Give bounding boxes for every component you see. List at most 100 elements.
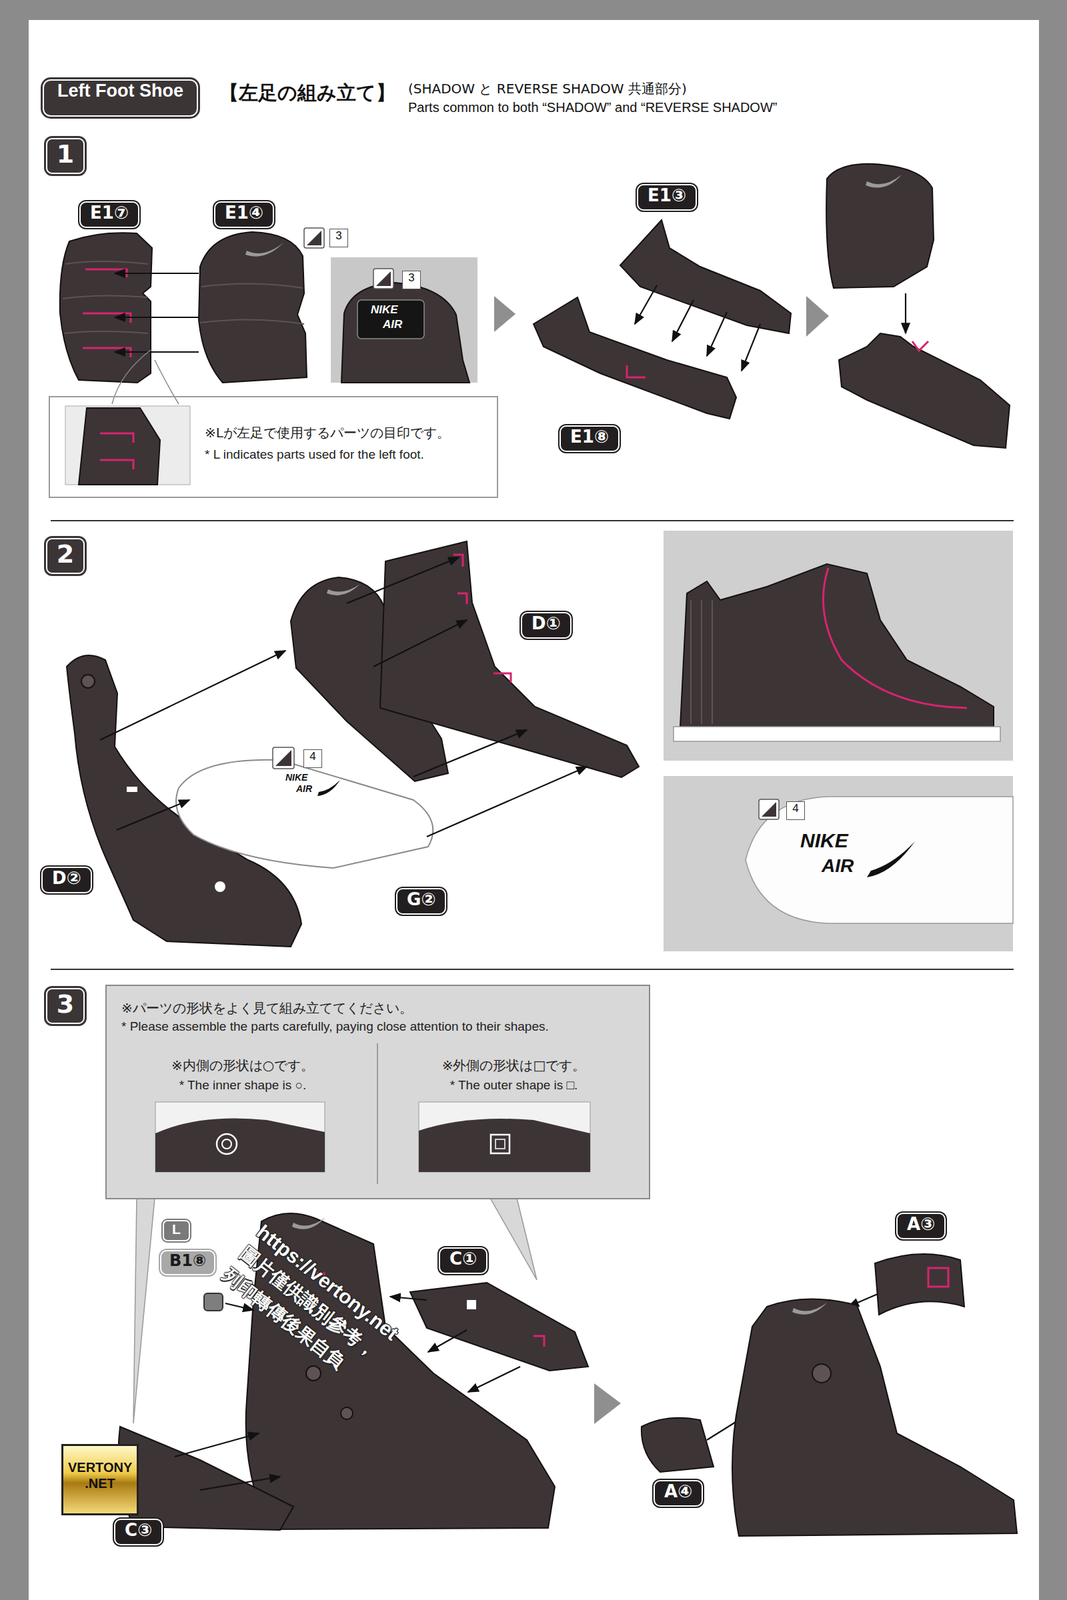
sticker-number-box: 4 <box>786 801 805 821</box>
sticker-number-box-text: 4 <box>306 750 320 764</box>
step-number-box-text: 1 <box>51 139 80 169</box>
part-d1 <box>380 541 639 778</box>
callout-note-box-text: ※パーツの形状をよく見て組み立ててください。 <box>121 999 635 1018</box>
step-number-box-text: 2 <box>51 539 80 569</box>
note-photo <box>100 433 134 470</box>
sticker-number-box-text: 4 <box>788 802 803 816</box>
boot-assembly <box>812 1364 831 1384</box>
note-box-text: ※Lが左足で使用するパーツの目印です。 <box>204 424 492 443</box>
callout-panel <box>222 1139 232 1150</box>
logo-text: AIR <box>821 854 854 878</box>
callout-panel <box>155 1119 325 1174</box>
page-ground <box>50 520 1014 522</box>
part-tag-text: G② <box>406 889 436 910</box>
part-tag-text: C① <box>449 1249 477 1270</box>
assembled-part <box>826 164 1010 449</box>
part-e1-8 <box>533 297 737 419</box>
assembly-arrows <box>706 312 727 357</box>
watermark-logo: VERTONY .NET <box>61 1444 139 1516</box>
part-c3 <box>118 1427 295 1531</box>
photo-panel <box>341 282 470 383</box>
boot-assembly <box>306 1366 321 1382</box>
part-d1 <box>453 554 511 683</box>
callout-panel <box>133 1198 155 1424</box>
part-tag: E1⑧ <box>559 425 620 453</box>
assembly-arrows <box>114 351 199 353</box>
part-g2 <box>272 747 295 769</box>
step-number-box: 2 <box>46 538 85 575</box>
part-tag: B1⑧ <box>160 1250 216 1276</box>
part-e1-4 <box>200 283 305 325</box>
section-tab-text: Left Foot Shoe <box>57 80 184 102</box>
callout-panel <box>155 1102 325 1173</box>
part-c1 <box>533 1336 545 1348</box>
assembly-arrows <box>428 1330 467 1353</box>
part-tag-text: D② <box>52 868 82 889</box>
boot-assembly <box>246 1213 555 1530</box>
boot-assembly <box>732 1299 1017 1537</box>
assembly-arrows <box>373 620 467 667</box>
photo-panel <box>758 799 779 820</box>
assembly-arrows <box>200 1477 281 1491</box>
section-tab: Left Foot Shoe <box>42 79 199 117</box>
assembly-arrows <box>426 766 587 837</box>
subtitle: (SHADOW と REVERSE SHADOW 共通部分) <box>408 80 687 97</box>
part-tag-text: D① <box>531 613 561 634</box>
part-c1 <box>410 1283 589 1372</box>
note-photo <box>65 406 191 485</box>
assembled-part <box>865 174 902 189</box>
assembly-arrows <box>174 1433 259 1458</box>
callout-panel <box>418 1102 591 1173</box>
assembled-part <box>838 333 1010 449</box>
note-photo <box>78 408 161 485</box>
part-e1-7 <box>62 261 149 334</box>
photo-panel <box>673 726 1001 742</box>
part-a3 <box>874 1254 965 1316</box>
part-tag-text: E1⑧ <box>570 426 609 447</box>
part-tag-text: E1④ <box>224 202 264 223</box>
assembly-arrows <box>114 273 199 353</box>
photo-panel <box>761 802 777 817</box>
step-arrow <box>494 296 516 333</box>
part-e1-7 <box>82 269 131 358</box>
callout-note-box-text: * The inner shape is ○. <box>106 1078 379 1094</box>
photo-panel <box>376 271 391 287</box>
part-d2 <box>214 881 226 893</box>
sticker-number-box-text: 3 <box>332 229 346 243</box>
callout-note-box: ※パーツの形状をよく見て組み立ててください。* Please assemble … <box>105 984 651 1200</box>
assembly-arrows <box>116 800 190 831</box>
boot-assembly <box>792 1303 827 1316</box>
assembly-arrows <box>634 285 657 325</box>
step-arrow <box>806 296 829 337</box>
assembled-part <box>912 341 929 351</box>
callout-panel <box>216 1134 237 1155</box>
callout-panel <box>490 1135 510 1154</box>
photo-panel <box>357 300 425 339</box>
logo-text: NIKE <box>800 828 849 853</box>
callout-note-box-text: * Please assemble the parts carefully, p… <box>121 1019 642 1035</box>
part-tag: G② <box>396 888 447 915</box>
assembly-arrows <box>114 272 199 275</box>
assembly-arrows <box>390 1297 427 1301</box>
part-tag: E1③ <box>636 184 697 211</box>
note-box: ※Lが左足で使用するパーツの目印です。* L indicates parts u… <box>48 396 499 499</box>
sticker-icon <box>304 228 325 249</box>
sticker-icon <box>306 230 322 246</box>
part-a3 <box>874 1254 965 1316</box>
sticker-number-box: 3 <box>402 270 421 290</box>
part-tag: A③ <box>896 1213 946 1240</box>
part-tag: D① <box>520 612 572 639</box>
logo-text: AIR <box>382 318 403 332</box>
part-g2 <box>176 747 433 869</box>
logo-text: NIKE <box>370 303 399 317</box>
logo-text: NIKE <box>285 772 308 784</box>
part-e1-4 <box>245 242 284 257</box>
assembled-part <box>826 164 934 289</box>
part-tag: D② <box>41 866 93 894</box>
part-tag: C① <box>438 1247 488 1275</box>
callout-panel <box>495 1139 505 1150</box>
assembled-part <box>326 584 361 596</box>
